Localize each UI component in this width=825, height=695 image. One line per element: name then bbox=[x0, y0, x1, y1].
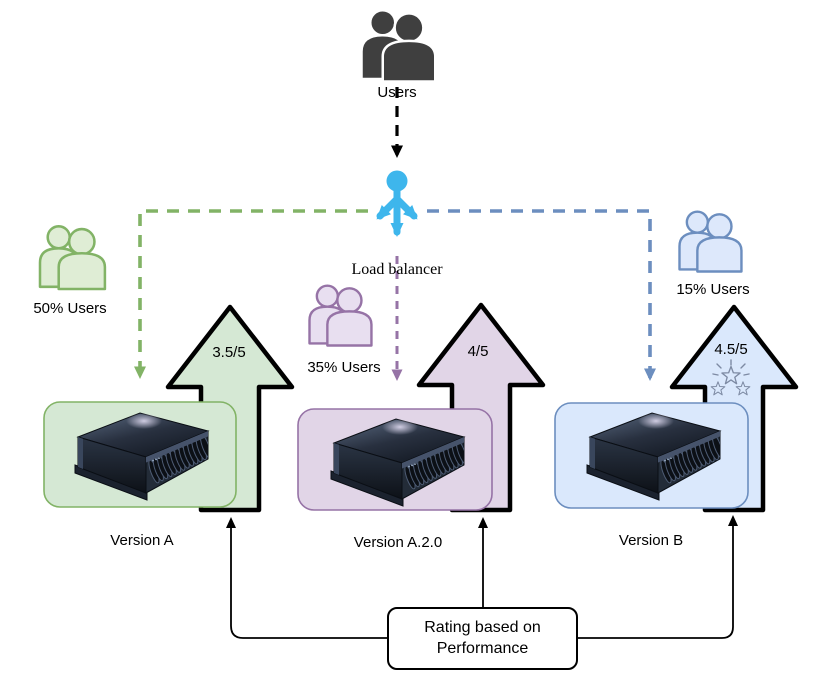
rating-label-version-a: 3.5/5 bbox=[212, 344, 246, 361]
share-label-version-b: 15% Users bbox=[676, 281, 750, 298]
rating-box-line2: Performance bbox=[436, 639, 529, 657]
rating-label-version-a20: 4/5 bbox=[467, 343, 489, 360]
version-b-label: Version B bbox=[618, 532, 684, 549]
rating-box-line1: Rating based on bbox=[424, 618, 541, 636]
rating-label-version-b: 4.5/5 bbox=[714, 341, 748, 358]
version-a-label: Version A bbox=[110, 532, 174, 549]
version-a20-label: Version A.2.0 bbox=[353, 534, 443, 551]
loadbalancer-to-version-b-line bbox=[427, 209, 656, 381]
users-icon-version-a bbox=[38, 225, 107, 291]
share-label-version-a: 50% Users bbox=[33, 300, 107, 317]
load-balancer-icon bbox=[376, 170, 418, 237]
rating-performance-box: Rating based on Performance bbox=[387, 607, 578, 670]
load-balancer-label: Load balancer bbox=[351, 261, 443, 278]
users-icon-version-a20 bbox=[308, 284, 373, 347]
sparkling-stars-icon bbox=[710, 359, 751, 396]
users-icon-version-b bbox=[678, 210, 743, 273]
users-icon bbox=[360, 9, 437, 83]
rating-feedback-lines bbox=[226, 515, 738, 639]
loadbalancer-to-version-a-line bbox=[134, 209, 368, 379]
users-label: Users bbox=[377, 84, 417, 101]
share-label-version-a20: 35% Users bbox=[307, 359, 381, 376]
